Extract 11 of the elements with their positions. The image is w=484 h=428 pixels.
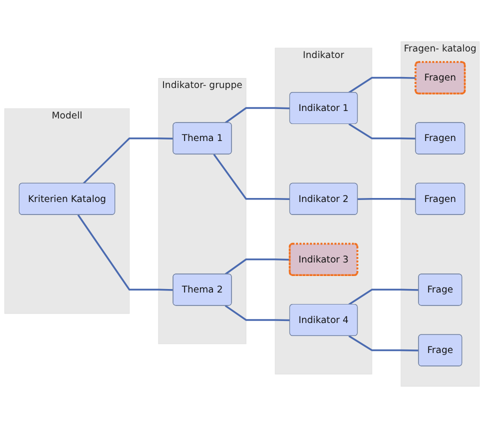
connector <box>348 335 419 352</box>
connector <box>224 107 290 124</box>
connector <box>224 258 290 275</box>
connector <box>213 154 290 200</box>
connector <box>348 76 416 94</box>
connector <box>348 288 419 306</box>
connector <box>77 214 174 291</box>
connector <box>82 137 174 184</box>
connector <box>358 198 416 200</box>
connector <box>224 304 290 322</box>
connector <box>348 123 416 140</box>
